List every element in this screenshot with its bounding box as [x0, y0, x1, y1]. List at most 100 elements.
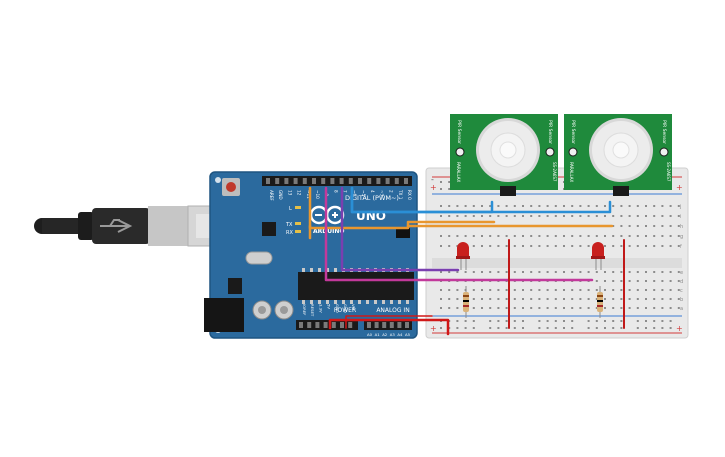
breadboard-hole[interactable]: [579, 205, 582, 207]
breadboard-hole[interactable]: [653, 245, 656, 247]
breadboard-hole[interactable]: [464, 271, 467, 273]
breadboard-hole[interactable]: [579, 289, 582, 291]
header-pin[interactable]: [284, 178, 289, 184]
breadboard-hole[interactable]: [489, 245, 492, 247]
breadboard-hole[interactable]: [472, 320, 475, 322]
power-pin[interactable]: [299, 322, 303, 328]
header-pin[interactable]: [404, 178, 408, 184]
breadboard-hole[interactable]: [489, 289, 492, 291]
breadboard-hole[interactable]: [456, 205, 459, 207]
breadboard-hole[interactable]: [464, 320, 467, 322]
breadboard-hole[interactable]: [587, 235, 590, 237]
breadboard-hole[interactable]: [604, 245, 606, 247]
breadboard-hole[interactable]: [628, 271, 631, 273]
breadboard-hole[interactable]: [604, 320, 606, 322]
breadboard-hole[interactable]: [620, 235, 623, 237]
breadboard-hole[interactable]: [497, 215, 500, 217]
breadboard-hole[interactable]: [653, 271, 656, 273]
breadboard-hole[interactable]: [579, 271, 582, 273]
breadboard-hole[interactable]: [489, 235, 492, 237]
breadboard-hole[interactable]: [571, 327, 574, 329]
power-pin[interactable]: [315, 322, 320, 328]
breadboard-hole[interactable]: [595, 298, 598, 300]
breadboard-hole[interactable]: [513, 235, 516, 237]
breadboard-hole[interactable]: [546, 289, 549, 291]
breadboard-hole[interactable]: [505, 320, 508, 322]
breadboard-hole[interactable]: [636, 280, 639, 282]
breadboard-hole[interactable]: [448, 215, 451, 217]
breadboard-hole[interactable]: [645, 327, 647, 329]
breadboard-hole[interactable]: [677, 289, 680, 291]
breadboard-hole[interactable]: [522, 271, 524, 273]
breadboard-hole[interactable]: [628, 205, 631, 207]
breadboard-hole[interactable]: [472, 271, 475, 273]
breadboard-hole[interactable]: [571, 271, 574, 273]
breadboard-hole[interactable]: [661, 298, 664, 300]
breadboard-hole[interactable]: [538, 215, 541, 217]
breadboard-hole[interactable]: [489, 271, 492, 273]
breadboard-hole[interactable]: [505, 298, 508, 300]
breadboard-hole[interactable]: [612, 307, 615, 309]
breadboard-hole[interactable]: [497, 298, 500, 300]
breadboard-hole[interactable]: [440, 235, 442, 237]
breadboard-hole[interactable]: [472, 307, 475, 309]
breadboard-hole[interactable]: [645, 205, 647, 207]
breadboard-hole[interactable]: [563, 289, 565, 291]
breadboard-hole[interactable]: [448, 307, 451, 309]
breadboard-hole[interactable]: [554, 289, 557, 291]
breadboard-hole[interactable]: [497, 271, 500, 273]
breadboard-hole[interactable]: [497, 307, 500, 309]
power-pin[interactable]: [348, 322, 353, 328]
breadboard-hole[interactable]: [604, 215, 606, 217]
breadboard-hole[interactable]: [677, 307, 680, 309]
breadboard-hole[interactable]: [538, 235, 541, 237]
breadboard-hole[interactable]: [636, 298, 639, 300]
breadboard-hole[interactable]: [595, 307, 598, 309]
breadboard-hole[interactable]: [595, 280, 598, 282]
breadboard-hole[interactable]: [448, 235, 451, 237]
breadboard-hole[interactable]: [661, 205, 664, 207]
breadboard-hole[interactable]: [653, 327, 656, 329]
breadboard-hole[interactable]: [554, 245, 557, 247]
breadboard-hole[interactable]: [481, 245, 483, 247]
breadboard-hole[interactable]: [571, 289, 574, 291]
breadboard-hole[interactable]: [628, 307, 631, 309]
breadboard-hole[interactable]: [489, 327, 492, 329]
breadboard-hole[interactable]: [653, 298, 656, 300]
breadboard-hole[interactable]: [546, 327, 549, 329]
breadboard-hole[interactable]: [579, 245, 582, 247]
breadboard-hole[interactable]: [604, 235, 606, 237]
breadboard-hole[interactable]: [538, 327, 541, 329]
breadboard-hole[interactable]: [636, 235, 639, 237]
breadboard-hole[interactable]: [653, 225, 656, 227]
breadboard-hole[interactable]: [571, 307, 574, 309]
breadboard-hole[interactable]: [497, 205, 500, 207]
breadboard-hole[interactable]: [669, 225, 672, 227]
breadboard-hole[interactable]: [645, 215, 647, 217]
breadboard-hole[interactable]: [653, 289, 656, 291]
breadboard-hole[interactable]: [595, 235, 598, 237]
breadboard-hole[interactable]: [587, 327, 590, 329]
breadboard-hole[interactable]: [612, 215, 615, 217]
breadboard-hole[interactable]: [472, 215, 475, 217]
header-pin[interactable]: [394, 178, 399, 184]
breadboard-hole[interactable]: [661, 280, 664, 282]
breadboard-hole[interactable]: [472, 327, 475, 329]
breadboard-hole[interactable]: [579, 307, 582, 309]
breadboard-hole[interactable]: [571, 320, 574, 322]
breadboard-hole[interactable]: [661, 271, 664, 273]
breadboard-hole[interactable]: [595, 215, 598, 217]
breadboard-hole[interactable]: [546, 235, 549, 237]
breadboard-hole[interactable]: [563, 320, 565, 322]
breadboard-hole[interactable]: [587, 298, 590, 300]
breadboard-hole[interactable]: [563, 235, 565, 237]
breadboard-hole[interactable]: [497, 235, 500, 237]
breadboard-hole[interactable]: [620, 289, 623, 291]
breadboard-hole[interactable]: [513, 245, 516, 247]
breadboard-hole[interactable]: [612, 327, 615, 329]
breadboard-hole[interactable]: [456, 271, 459, 273]
breadboard-hole[interactable]: [595, 271, 598, 273]
breadboard-hole[interactable]: [513, 271, 516, 273]
breadboard-hole[interactable]: [505, 289, 508, 291]
breadboard-hole[interactable]: [464, 205, 467, 207]
